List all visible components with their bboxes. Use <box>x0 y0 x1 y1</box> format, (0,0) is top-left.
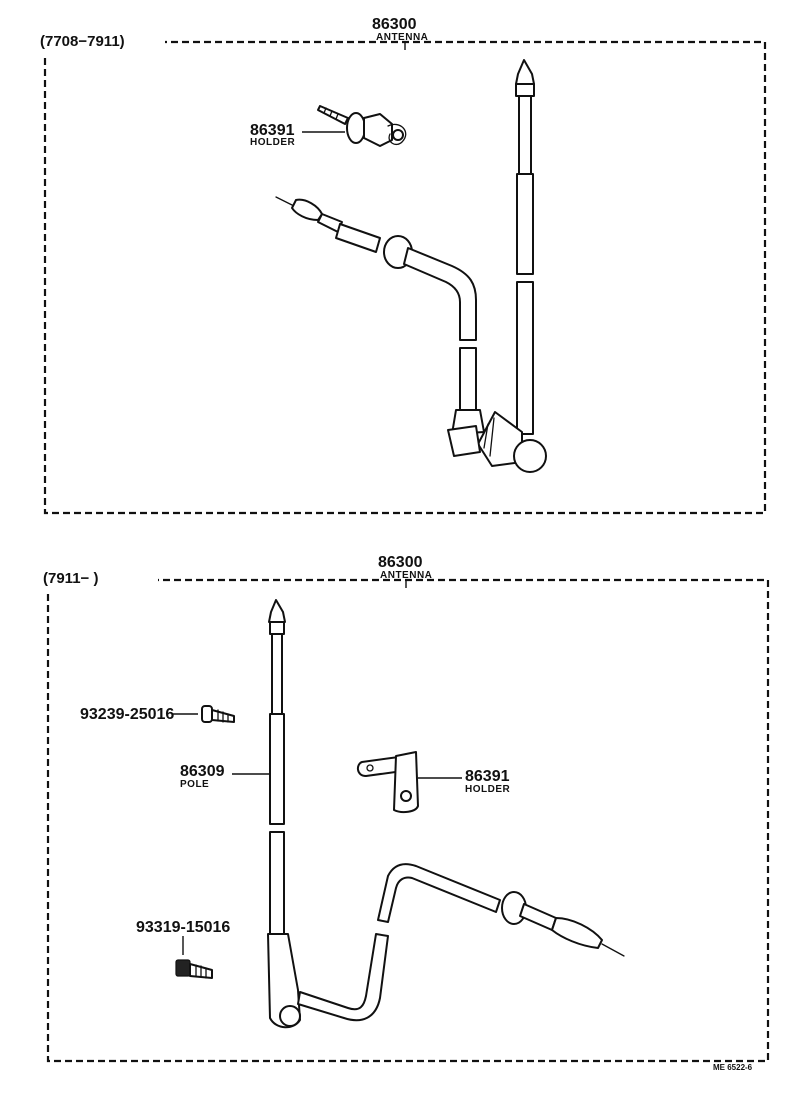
top-section: (7708−7911) 86300 ANTENNA 86391 HOLDER <box>40 16 767 515</box>
top-antenna-number: 86300 <box>372 16 417 33</box>
bottom-holder-name: HOLDER <box>465 784 511 795</box>
bottom-pole-name: POLE <box>180 779 209 790</box>
diagram-reference: ME 6522-6 <box>713 1063 753 1072</box>
top-dashed-frame <box>43 40 767 515</box>
bottom-cable-drawing <box>297 863 625 1022</box>
top-holder-clip-drawing <box>317 105 407 147</box>
top-holder-name: HOLDER <box>250 137 296 148</box>
bottom-section: (7911− ) 86300 ANTENNA 93239-25016 86309… <box>43 554 770 1063</box>
bottom-antenna-name: ANTENNA <box>380 570 432 581</box>
top-antenna-name: ANTENNA <box>376 32 428 43</box>
bottom-pole-number: 86309 <box>180 763 225 780</box>
bottom-dashed-frame <box>46 578 770 1063</box>
bottom-bolt-number: 93319-15016 <box>136 919 230 936</box>
top-antenna-mast-drawing <box>477 59 547 473</box>
bottom-antenna-number: 86300 <box>378 554 423 571</box>
bottom-bolt-drawing <box>175 959 213 979</box>
top-holder-number: 86391 <box>250 122 295 139</box>
bottom-screw-number: 93239-25016 <box>80 706 174 723</box>
top-period-label: (7708−7911) <box>40 33 125 50</box>
bottom-period-label: (7911− ) <box>43 570 98 587</box>
bottom-holder-drawing <box>356 751 419 814</box>
bottom-screw-drawing <box>201 705 235 723</box>
bottom-holder-number: 86391 <box>465 768 510 785</box>
bottom-pole-drawing <box>267 599 301 1029</box>
top-antenna-cable-drawing <box>275 196 485 457</box>
